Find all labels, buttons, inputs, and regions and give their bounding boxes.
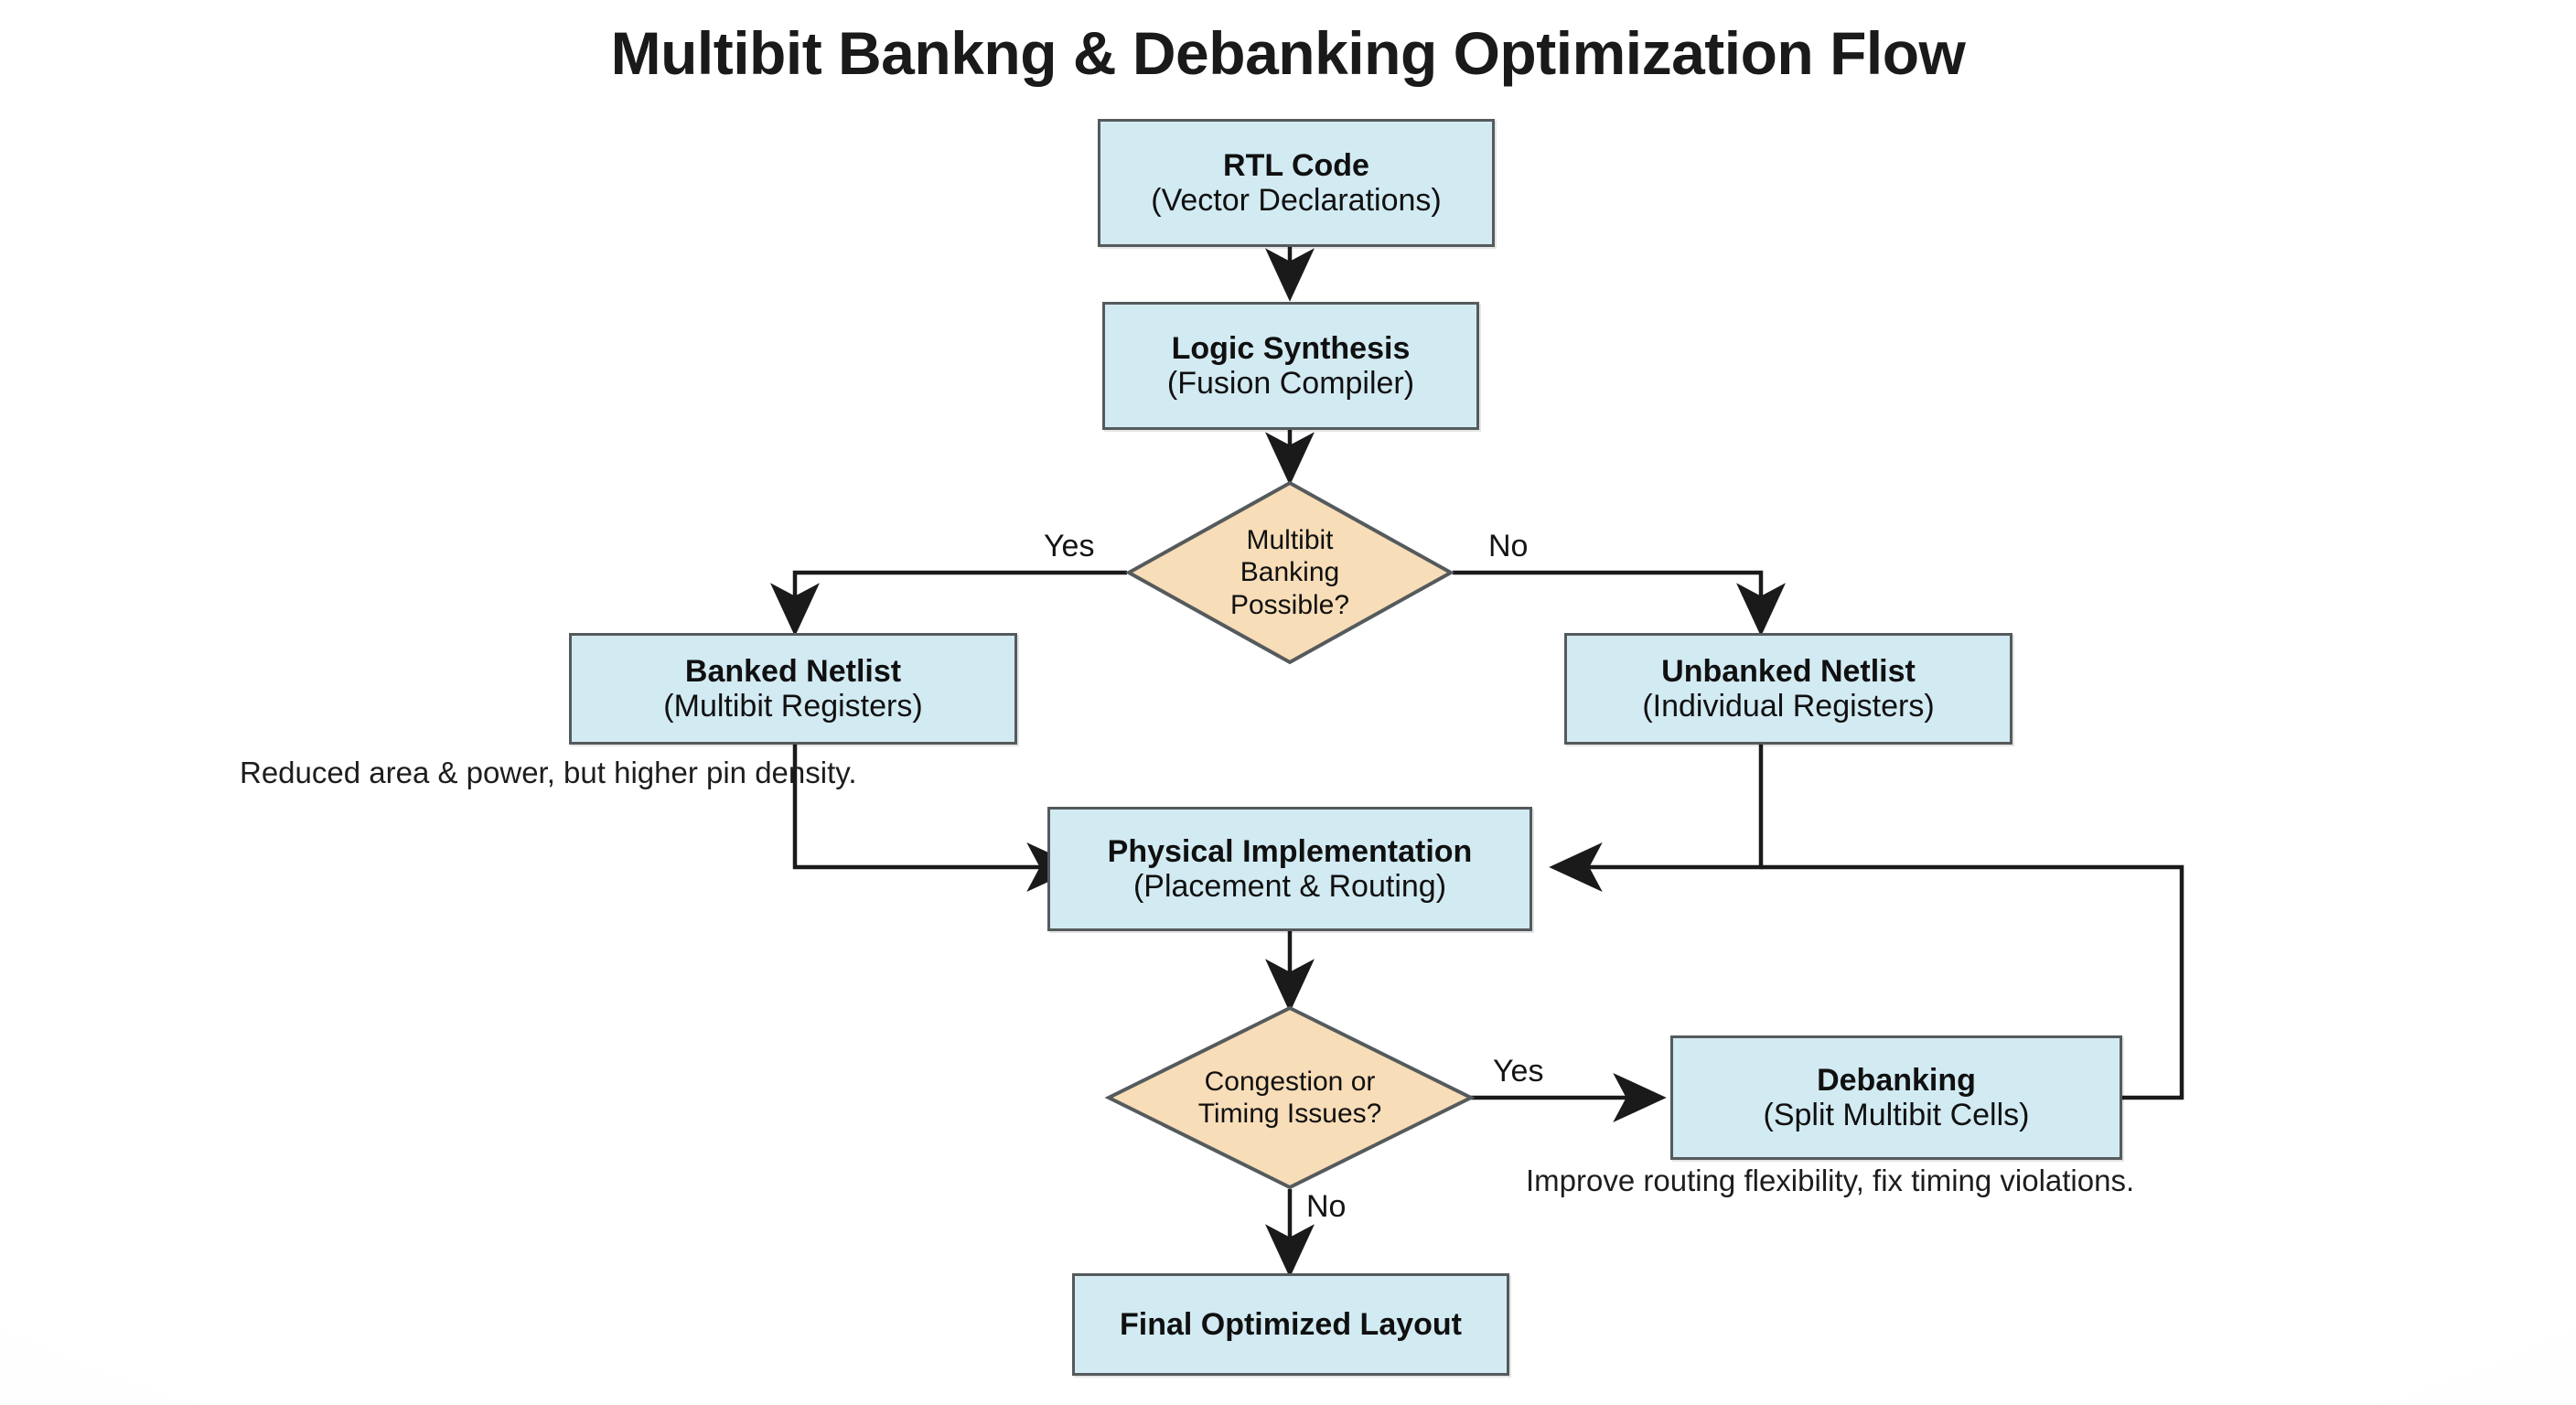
edge-label-multibit-no: No bbox=[1488, 529, 1529, 563]
node-logic-synthesis-subtitle: (Fusion Compiler) bbox=[1166, 366, 1415, 401]
node-congestion-decision[interactable]: Congestion or Timing Issues? bbox=[1104, 1005, 1476, 1190]
node-debanking[interactable]: Debanking (Split Multibit Cells) bbox=[1670, 1035, 2122, 1160]
node-logic-synthesis[interactable]: Logic Synthesis (Fusion Compiler) bbox=[1102, 302, 1479, 430]
node-physical-implementation-subtitle: (Placement & Routing) bbox=[1132, 869, 1447, 904]
node-rtl-code[interactable]: RTL Code (Vector Declarations) bbox=[1098, 119, 1495, 247]
node-debanking-title: Debanking bbox=[1817, 1062, 1976, 1098]
node-final-optimized-layout[interactable]: Final Optimized Layout bbox=[1072, 1273, 1509, 1376]
node-rtl-code-title: RTL Code bbox=[1223, 147, 1369, 183]
edge-label-congestion-yes: Yes bbox=[1493, 1054, 1544, 1089]
node-physical-implementation[interactable]: Physical Implementation (Placement & Rou… bbox=[1047, 807, 1532, 931]
node-final-optimized-layout-title: Final Optimized Layout bbox=[1119, 1306, 1463, 1342]
node-banked-netlist-subtitle: (Multibit Registers) bbox=[663, 689, 923, 724]
node-unbanked-netlist-subtitle: (Individual Registers) bbox=[1642, 689, 1935, 724]
page-title: Multibit Bankng & Debanking Optimization… bbox=[610, 19, 1966, 87]
node-physical-implementation-title: Physical Implementation bbox=[1107, 833, 1473, 869]
node-rtl-code-subtitle: (Vector Declarations) bbox=[1151, 183, 1442, 218]
node-banked-netlist-title: Banked Netlist bbox=[684, 653, 902, 689]
annotation-debanking-note: Improve routing flexibility, fix timing … bbox=[1526, 1164, 2135, 1197]
node-banked-netlist[interactable]: Banked Netlist (Multibit Registers) bbox=[569, 633, 1017, 745]
node-unbanked-netlist-title: Unbanked Netlist bbox=[1661, 653, 1916, 689]
node-unbanked-netlist[interactable]: Unbanked Netlist (Individual Registers) bbox=[1564, 633, 2012, 745]
node-multibit-decision[interactable]: Multibit Banking Possible? bbox=[1124, 480, 1455, 665]
node-debanking-subtitle: (Split Multibit Cells) bbox=[1763, 1098, 2030, 1132]
node-logic-synthesis-title: Logic Synthesis bbox=[1171, 330, 1411, 366]
diamond-shape bbox=[1104, 1005, 1476, 1190]
edge-label-congestion-no: No bbox=[1306, 1189, 1347, 1224]
edge-label-multibit-yes: Yes bbox=[1044, 529, 1095, 563]
diamond-shape bbox=[1124, 480, 1455, 665]
annotation-banked-note: Reduced area & power, but higher pin den… bbox=[240, 756, 857, 789]
